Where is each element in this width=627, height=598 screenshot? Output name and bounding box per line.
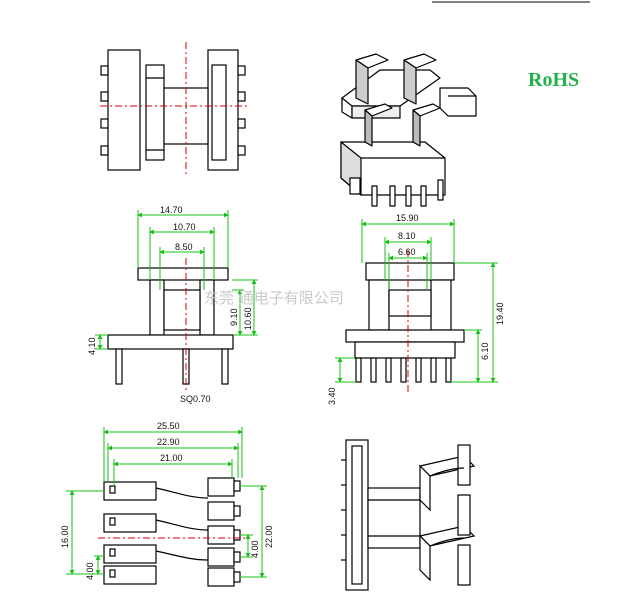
side-view xyxy=(345,250,465,392)
dim-q: 16.00 xyxy=(60,525,70,548)
top-view xyxy=(100,42,248,176)
dim-i: 8.10 xyxy=(398,231,416,241)
dim-f: 4.10 xyxy=(87,337,97,355)
dim-b: 10.70 xyxy=(173,222,196,232)
dim-c: 8.50 xyxy=(175,242,193,252)
dim-e: 10.60 xyxy=(243,307,253,330)
dim-n: 25.50 xyxy=(157,421,180,431)
isometric-view xyxy=(340,53,477,207)
dim-r: 4.00 xyxy=(85,562,95,580)
dim-k: 19.40 xyxy=(495,302,505,325)
dim-a: 14.70 xyxy=(160,205,183,215)
rohs-badge: RoHS xyxy=(528,69,579,91)
dim-g: SQ0.70 xyxy=(180,394,211,404)
dim-t: 22.00 xyxy=(264,525,274,548)
dim-p: 21.00 xyxy=(160,453,183,463)
underside-view xyxy=(341,439,476,591)
dim-d: 9.10 xyxy=(229,308,239,326)
front-view xyxy=(107,258,234,392)
front-view-dimensions xyxy=(95,210,258,350)
dim-h: 15.90 xyxy=(396,213,419,223)
dim-s: 4.00 xyxy=(250,540,260,558)
bottom-view-dimensions xyxy=(66,427,267,578)
bottom-view xyxy=(98,477,250,587)
dim-l: 6.10 xyxy=(480,342,490,360)
dim-o: 22.90 xyxy=(157,437,180,447)
dim-m: 3.40 xyxy=(327,387,337,405)
watermark-text: 东莞 通电子有限公司 xyxy=(204,289,344,307)
dim-j: 6.60 xyxy=(398,247,416,257)
side-view-dimensions xyxy=(335,219,498,383)
